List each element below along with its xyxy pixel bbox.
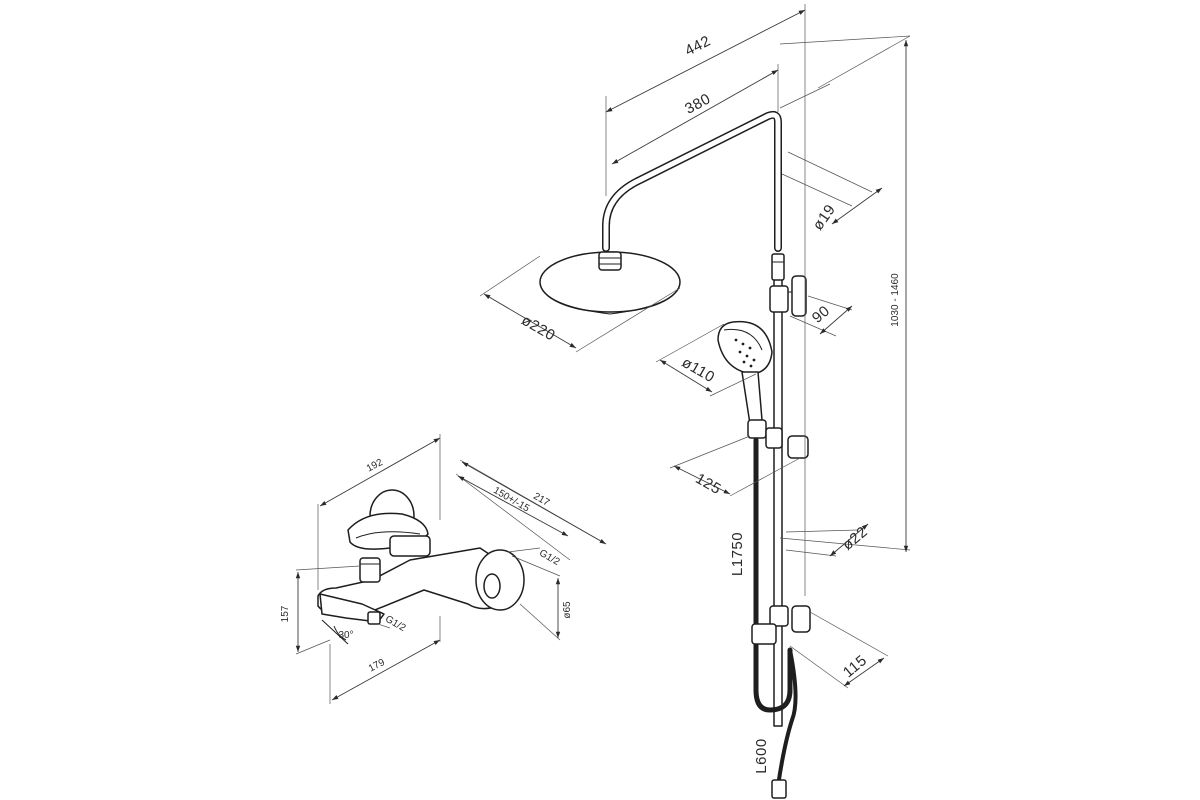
dim-slider-offset: 125 [693,470,724,498]
upper-holder [769,275,807,317]
shower-system: 442 380 ø19 1030 - 1460 ø220 90 ø110 [479,4,911,799]
rain-shower-head [539,251,681,315]
dim-hose-length: L1750 [729,532,746,576]
shower-hose [753,437,798,788]
dim-bottom-holder-offset: 115 [840,652,870,681]
dim-height-range: 1030 - 1460 [890,273,901,327]
dim-spout-connection: G1/2 [383,614,408,635]
dim-mixer-depth: 217 [531,491,551,509]
dim-spout-length: 179 [367,657,387,675]
lower-holder [751,605,811,645]
hand-shower-slider [747,419,809,459]
dim-rail-diameter: ø19 [810,201,840,233]
dim-mixer-width: 192 [365,457,385,475]
dim-spout-angle: 30° [338,630,353,641]
dim-mixer-height: 157 [280,605,291,622]
dim-lower-hose-length: L600 [753,738,770,773]
hose-end-fitting [771,779,787,799]
dim-overall-width: 442 [682,32,713,59]
dim-arm-length: 380 [682,90,713,117]
dim-lower-tube-diameter: ø22 [839,523,871,554]
bath-mixer: 192 217 150+/-15 G1/2 157 ø65 30° G1/2 1… [280,434,607,704]
dim-hand-shower-diameter: ø110 [679,354,718,386]
dim-head-diameter: ø220 [518,312,558,345]
hand-shower [717,320,773,425]
dim-escutcheon-diameter: ø65 [562,601,573,619]
rail-coupling [771,253,785,281]
dim-holder-offset: 90 [809,302,833,326]
